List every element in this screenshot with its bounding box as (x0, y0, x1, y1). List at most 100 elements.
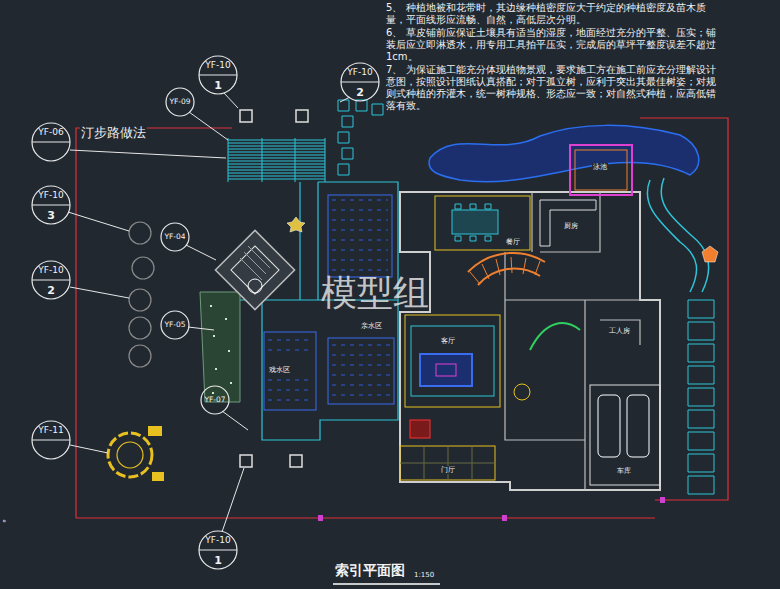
car (627, 395, 649, 457)
sofa (420, 354, 472, 386)
sculpture (702, 246, 718, 262)
callout-slot: 3 (31, 205, 71, 225)
bench (148, 426, 164, 481)
callout-divider (32, 280, 70, 281)
stair (468, 253, 545, 285)
pool (570, 145, 632, 195)
callout-divider (32, 440, 70, 441)
callout-slot (31, 440, 71, 460)
note-text: 5、 种植地被和花带时，其边缘种植密度应大于约定的种植密度及苗木质量，平面线形应… (385, 2, 722, 26)
fireplace (410, 420, 430, 438)
leader-line (68, 93, 350, 532)
callout-slot (31, 142, 71, 162)
interior-wall (505, 192, 640, 490)
round-table (514, 384, 530, 400)
callout-circle: YF-10 1 (198, 530, 238, 570)
dining-room (435, 196, 530, 250)
watermark: 模型组 (321, 272, 429, 313)
pergola-slats (240, 246, 270, 280)
callout-slot: YF-07 (200, 385, 230, 415)
callout-slot: YF-09 (165, 87, 195, 117)
winding-path (647, 178, 708, 292)
callout-code: YF-05 (164, 321, 185, 329)
drawing-title: 索引平面图 (335, 562, 405, 580)
callout-ring (199, 56, 237, 94)
site-boundary (76, 118, 728, 518)
callout-ring (32, 261, 70, 299)
boundary-marker (318, 497, 665, 521)
callout-ring (201, 386, 229, 414)
callout-divider (341, 82, 379, 83)
callout-circle: YF-06 (31, 122, 71, 162)
callout-number: 1 (214, 555, 222, 566)
callout-slot: 2 (31, 280, 71, 300)
callout-number: 2 (47, 285, 55, 296)
callout-label: 汀步路做法 (80, 126, 147, 141)
pergola (231, 246, 279, 294)
room-label: 门厅 (440, 466, 456, 474)
callout-divider (32, 142, 70, 143)
callout-code: YF-10 (38, 266, 63, 275)
callout-slot: YF-10 (31, 260, 71, 280)
coffee-table (436, 364, 456, 376)
callout-circle: YF-05 (160, 310, 190, 340)
scale-label: 1:150 (414, 571, 434, 579)
note-text: 6、 草皮铺前应保证土壤具有适当的湿度，地面经过充分的平整、压实；铺装后应立即淋… (385, 27, 722, 63)
hall-stair (530, 323, 580, 350)
stair-treads (470, 257, 540, 284)
room-label: 工人房 (608, 327, 631, 335)
tree (129, 222, 154, 367)
callout-circle: YF-07 (200, 385, 230, 415)
title-underline (333, 583, 440, 585)
pool-edge (575, 150, 627, 190)
text-fragment: 。 (2, 512, 13, 525)
pavilion (108, 433, 152, 477)
water-panel (264, 332, 316, 410)
callout-ring (32, 421, 70, 459)
bush-icon (287, 217, 305, 232)
callout-slot: 2 (340, 82, 380, 102)
callout-ring (32, 186, 70, 224)
pavilion-core (117, 442, 143, 468)
callout-code: YF-10 (205, 536, 230, 545)
callout-ring (199, 531, 237, 569)
water-panel (328, 195, 392, 277)
chair (455, 204, 491, 241)
callout-slot: YF-11 (31, 420, 71, 440)
shrub-dots (210, 305, 232, 394)
callout-slot: 1 (198, 550, 238, 570)
note-text: 7、 为保证施工能充分体现植物景观，要求施工方在施工前应充分理解设计意图，按照设… (385, 64, 722, 112)
stone-column (688, 300, 714, 494)
living-room (405, 315, 500, 407)
callout-code: YF-10 (38, 191, 63, 200)
callout-number: 3 (47, 210, 55, 221)
stone-chain (338, 100, 383, 175)
callout-circle: YF-10 2 (340, 62, 380, 102)
deck (215, 230, 294, 309)
room-label: 戏水区 (268, 366, 291, 374)
callout-slot: YF-05 (160, 310, 190, 340)
callout-slot: YF-04 (160, 222, 190, 252)
callout-circle: YF-10 2 (31, 260, 71, 300)
room-label: 客厅 (440, 337, 456, 345)
water-panel (328, 338, 394, 404)
callout-divider (32, 205, 70, 206)
room-label: 厨房 (563, 222, 579, 230)
stepping-stone-path (228, 138, 325, 182)
callout-number: 2 (356, 87, 364, 98)
callout-divider (199, 550, 237, 551)
callout-divider (199, 75, 237, 76)
callout-number: 1 (214, 80, 222, 91)
room-label: 亲水区 (360, 322, 383, 330)
callout-slot: YF-10 (198, 55, 238, 75)
callout-slot: 1 (198, 75, 238, 95)
kitchen-counter (540, 200, 596, 246)
rug (411, 326, 494, 396)
car (598, 395, 620, 457)
room-label: 车库 (616, 467, 632, 475)
callout-slot: YF-10 (340, 62, 380, 82)
house-wall (400, 192, 660, 490)
callout-slot: YF-10 (31, 185, 71, 205)
callout-ring (161, 223, 189, 251)
stream (429, 125, 699, 181)
